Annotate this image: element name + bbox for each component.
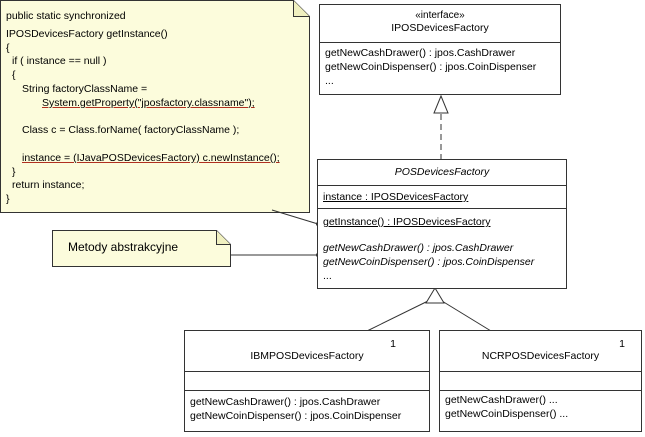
abstract-note-fold [216, 230, 231, 245]
interface-class-name: IPOSDevicesFactory [391, 22, 489, 34]
ncr-operation: getNewCoinDispenser() ... [445, 408, 569, 420]
ibm-divider [185, 390, 429, 391]
code-line-if-brace-close: } [12, 166, 16, 178]
code-line-signature: public static synchronized [6, 10, 126, 22]
code-note-fold [293, 0, 310, 17]
static-operation-getinstance: getInstance() : IPOSDevicesFactory [323, 216, 491, 228]
code-line-return: return instance; [12, 179, 85, 191]
code-line-brace-open: { [6, 42, 10, 54]
ncr-class-name: NCRPOSDevicesFactory [481, 350, 600, 362]
abstract-class-box[interactable]: POSDevicesFactory instance : IPOSDevices… [317, 159, 567, 289]
generalization-arrowhead [425, 287, 445, 304]
ncr-divider [440, 371, 641, 372]
ibm-multiplicity: 1 [390, 338, 396, 350]
abstract-class-name: POSDevicesFactory [394, 166, 490, 178]
abstract-class-divider [318, 208, 566, 209]
code-line-if-brace: { [12, 69, 16, 81]
code-line-if: if ( instance == null ) [12, 55, 107, 67]
code-note-shape [0, 0, 310, 213]
ncr-divider [440, 390, 641, 391]
abstract-operation: getNewCoinDispenser() : jpos.CoinDispens… [323, 256, 535, 268]
interface-stereotype: «interface» [415, 10, 465, 21]
ibm-class-box[interactable]: 1 IBMPOSDevicesFactory getNewCashDrawer(… [184, 330, 430, 432]
abstract-note-label: Metody abstrakcyjne [68, 240, 179, 254]
ibm-divider [185, 371, 429, 372]
code-line-method: IPOSDevicesFactory getInstance() [6, 28, 168, 40]
ibm-generalization-line [366, 300, 429, 332]
static-attribute-instance: instance : IPOSDevicesFactory [323, 191, 469, 203]
code-line-getproperty: System.getProperty("jposfactory.classnam… [42, 97, 255, 109]
ncr-generalization-line [441, 300, 492, 332]
interface-operation: getNewCoinDispenser() : jpos.CoinDispens… [325, 61, 537, 73]
code-note-anchor [271, 209, 319, 225]
abstract-operation-ellipsis: ... [323, 270, 332, 282]
interface-operation: getNewCashDrawer() : jpos.CashDrawer [325, 47, 516, 59]
ibm-class-name: IBMPOSDevicesFactory [250, 350, 364, 362]
ncr-multiplicity: 1 [619, 338, 625, 350]
ibm-operation: getNewCoinDispenser() : jpos.CoinDispens… [190, 410, 402, 422]
ncr-operation: getNewCashDrawer() ... [445, 394, 558, 406]
code-line-newinstance: instance = (IJavaPOSDevicesFactory) c.ne… [22, 152, 280, 164]
ibm-operation: getNewCashDrawer() : jpos.CashDrawer [190, 396, 381, 408]
interface-class-box[interactable]: «interface» IPOSDevicesFactory getNewCas… [319, 4, 561, 95]
code-line-brace-close: } [6, 193, 10, 205]
realization-arrowhead [433, 94, 449, 114]
interface-divider [320, 42, 560, 43]
ncr-class-box[interactable]: 1 NCRPOSDevicesFactory getNewCashDrawer(… [439, 330, 642, 432]
abstract-operation: getNewCashDrawer() : jpos.CashDrawer [323, 242, 514, 254]
code-line-forname: Class c = Class.forName( factoryClassNam… [22, 124, 240, 136]
code-line-classname-decl: String factoryClassName = [22, 83, 148, 95]
abstract-class-divider [318, 185, 566, 186]
interface-operation-ellipsis: ... [325, 75, 334, 87]
